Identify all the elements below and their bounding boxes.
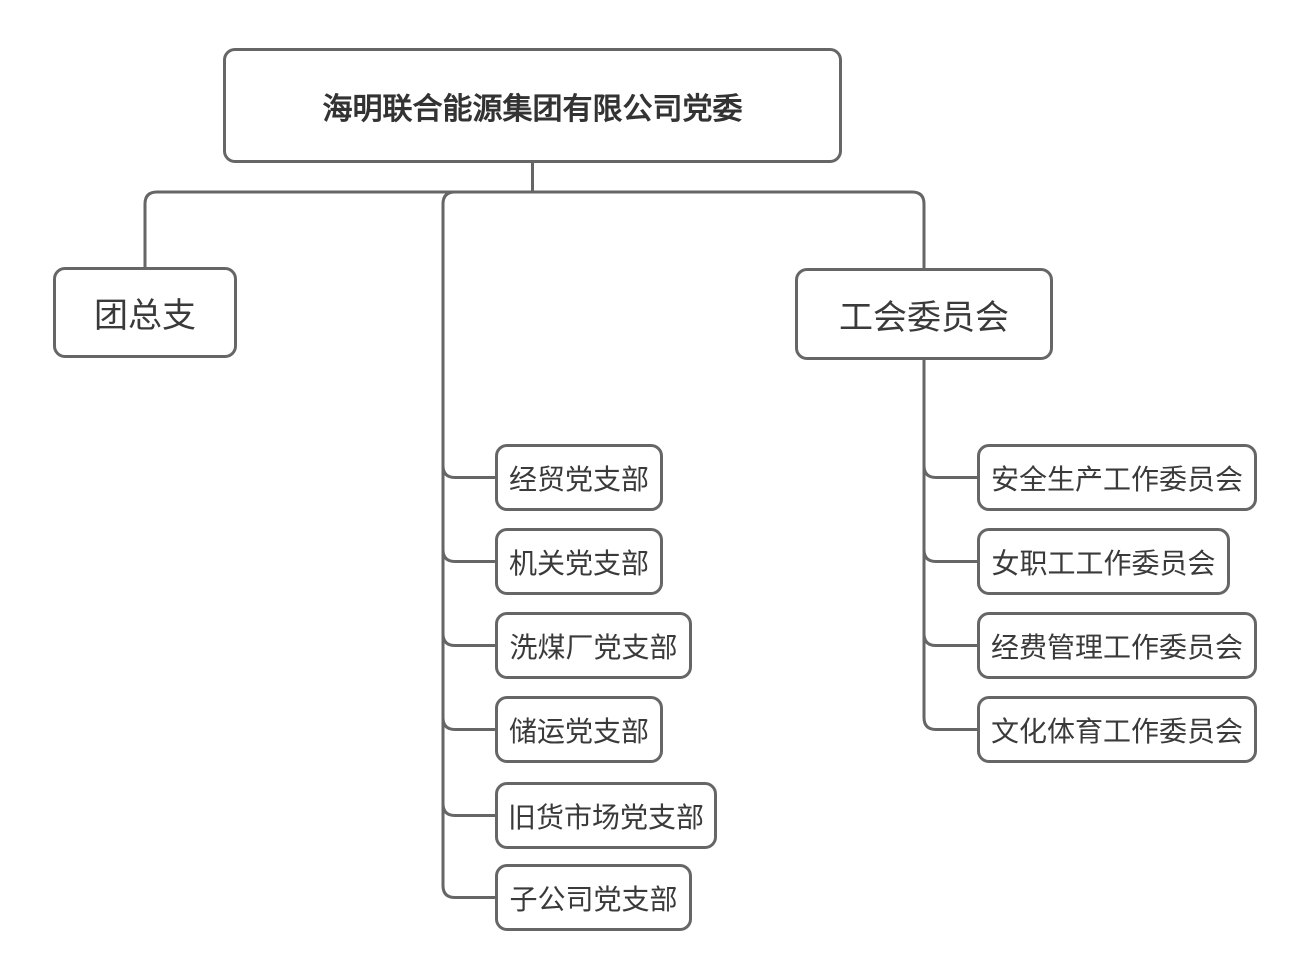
node-party-branch-office: 机关党支部: [495, 528, 663, 595]
node-union-women-committee: 女职工工作委员会: [977, 528, 1230, 595]
connector-middle-trunk: [441, 190, 497, 899]
connector-branch-right-1: [922, 465, 979, 479]
node-label: 旧货市场党支部: [507, 801, 704, 833]
node-union-safety-committee: 安全生产工作委员会: [977, 444, 1257, 511]
connector-branch-middle-3: [441, 633, 497, 647]
node-label: 安全生产工作委员会: [990, 463, 1243, 495]
node-party-branch-subsidiary: 子公司党支部: [495, 864, 692, 931]
node-union-culture-sports-committee: 文化体育工作委员会: [977, 696, 1257, 763]
node-label: 文化体育工作委员会: [990, 715, 1243, 747]
node-party-branch-market: 旧货市场党支部: [495, 782, 717, 849]
node-youth-league-label: 团总支: [94, 297, 196, 335]
connector-branch-middle-2: [441, 549, 497, 563]
node-label: 经费管理工作委员会: [990, 631, 1243, 663]
connector-right-trunk: [922, 360, 979, 731]
connector-branch-middle-1: [441, 465, 497, 479]
node-label: 经贸党支部: [508, 463, 649, 495]
connector-branch-right-2: [922, 549, 979, 563]
connector-branch-middle-5: [441, 803, 497, 817]
connector-rail: [143, 190, 926, 268]
connector-branch-right-3: [922, 633, 979, 647]
node-label: 机关党支部: [508, 547, 649, 579]
node-label: 洗煤厂党支部: [509, 631, 678, 663]
node-party-branch-coal-washing: 洗煤厂党支部: [495, 612, 692, 679]
node-union-funds-committee: 经费管理工作委员会: [977, 612, 1257, 679]
node-label: 储运党支部: [508, 715, 649, 747]
node-party-committee: 海明联合能源集团有限公司党委: [223, 48, 842, 163]
node-party-committee-label: 海明联合能源集团有限公司党委: [322, 92, 743, 126]
connector-branch-middle-4: [441, 717, 497, 731]
node-union-committee-label: 工会委员会: [839, 298, 1009, 337]
node-party-branch-trade: 经贸党支部: [495, 444, 663, 511]
node-label: 女职工工作委员会: [991, 547, 1216, 579]
node-youth-league: 团总支: [53, 267, 237, 358]
node-union-committee: 工会委员会: [795, 268, 1053, 360]
node-party-branch-storage: 储运党支部: [495, 696, 663, 763]
node-label: 子公司党支部: [509, 883, 678, 915]
